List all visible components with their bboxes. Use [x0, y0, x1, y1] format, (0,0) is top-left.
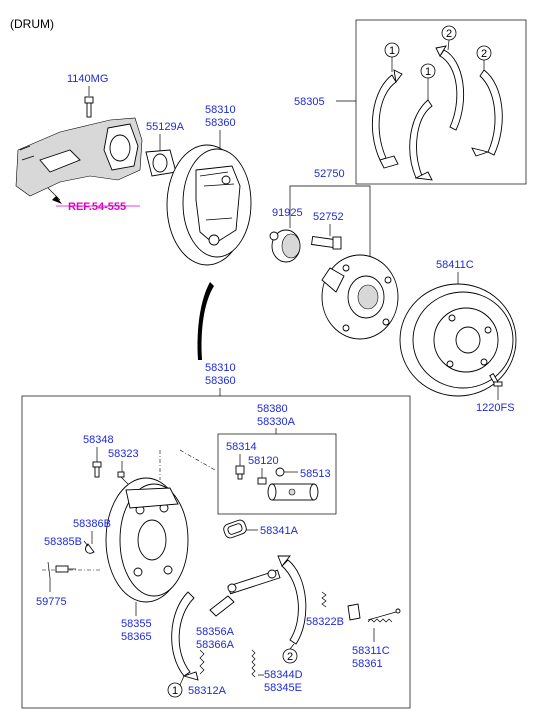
- label-58305: 58305: [294, 96, 325, 108]
- callout-2b-text: 2: [481, 48, 487, 60]
- label-58366A: 58366A: [196, 639, 235, 651]
- label-58386B: 58386B: [73, 518, 111, 530]
- brake-drum-58411C: [399, 283, 517, 397]
- label-1140MG: 1140MG: [67, 73, 108, 85]
- label-58380: 58380: [257, 403, 288, 415]
- label-52750: 52750: [314, 168, 345, 180]
- label-58361: 58361: [352, 658, 383, 670]
- shoe-kit-box: [355, 19, 527, 185]
- label-58314: 58314: [226, 441, 257, 453]
- brake-shoe-1a: [371, 69, 403, 169]
- wheel-cylinder-box: [217, 433, 337, 515]
- diagram-title: (DRUM): [10, 17, 54, 31]
- label-59775: 59775: [36, 596, 67, 608]
- seal-58341A: [223, 519, 247, 539]
- brake-shoe-bottom-2: [277, 555, 307, 645]
- label-58411C: 58411C: [436, 259, 474, 271]
- label-58323: 58323: [108, 448, 139, 460]
- pin-59775: [47, 561, 76, 579]
- adjuster-assembly: [227, 569, 281, 595]
- cap-58120: [257, 477, 267, 485]
- wheel-bolt-52752: [311, 235, 342, 250]
- screw-1220FS: [489, 373, 503, 387]
- brake-shoe-bottom-1: [171, 591, 199, 681]
- label-58120: 58120: [248, 455, 279, 467]
- label-58365: 58365: [121, 631, 152, 643]
- label-58360-top: 58360: [205, 117, 236, 129]
- plug-58386B: [85, 543, 95, 554]
- backing-plate-58355: [105, 477, 189, 603]
- label-58513: 58513: [300, 468, 331, 480]
- lever-58356A: [209, 595, 235, 617]
- label-58344D: 58344D: [264, 669, 303, 681]
- callout-1-bottom-text: 1: [172, 685, 178, 697]
- label-58356A: 58356A: [196, 626, 235, 638]
- brake-shoe-2a: [435, 45, 465, 131]
- trailing-arm: [15, 117, 143, 197]
- gasket-55129A: [145, 149, 177, 177]
- label-58322B: 58322B: [306, 616, 344, 628]
- callout-2-bottom-text: 2: [287, 651, 293, 663]
- label-58330A: 58330A: [257, 416, 296, 428]
- bolt-1140MG: [84, 96, 94, 118]
- callout-1b-text: 1: [425, 66, 431, 78]
- spring-58344D: [251, 649, 256, 678]
- brake-shoe-2b: [471, 69, 503, 157]
- cable-58311C: [367, 608, 401, 623]
- callout-2a-text: 2: [446, 28, 452, 40]
- label-58360-mid: 58360: [205, 375, 236, 387]
- bleeder-58314: [235, 465, 245, 480]
- pin-58348: [92, 461, 102, 478]
- callout-1-bottom: [167, 682, 183, 698]
- expand-arrow: [197, 282, 214, 360]
- label-58310-mid: 58310: [205, 362, 236, 374]
- ref-label: REF.54-555: [68, 201, 126, 213]
- spring-58322B: [321, 591, 327, 608]
- callout-1a-text: 1: [389, 45, 395, 57]
- brake-shoe-1b: [409, 99, 433, 181]
- spring-58312A: [199, 649, 205, 675]
- assembly-box: [21, 395, 411, 709]
- label-58345E: 58345E: [264, 682, 302, 694]
- label-58385B: 58385B: [44, 536, 82, 548]
- label-58312A: 58312A: [188, 685, 227, 697]
- hub-cap-91925: [269, 229, 301, 263]
- label-1220FS: 1220FS: [476, 402, 515, 414]
- hub-bearing-52750: [321, 254, 399, 340]
- backing-plate-assembly-top: [166, 144, 252, 266]
- nipple-58513: [275, 467, 285, 477]
- label-58348: 58348: [83, 434, 114, 446]
- label-58311C: 58311C: [352, 645, 390, 657]
- clip-58322B: [347, 603, 361, 621]
- label-58310-top: 58310: [205, 104, 236, 116]
- label-55129A: 55129A: [146, 121, 185, 133]
- wheel-cylinder: [267, 483, 319, 501]
- label-52752: 52752: [313, 211, 344, 223]
- label-58341A: 58341A: [260, 525, 299, 537]
- label-91925: 91925: [272, 207, 303, 219]
- label-58355: 58355: [121, 618, 152, 630]
